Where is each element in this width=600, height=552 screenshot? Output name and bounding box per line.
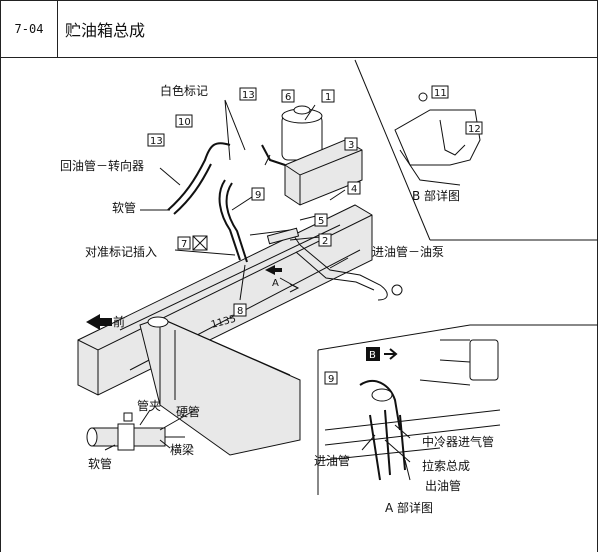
label-hose-top: 软管 xyxy=(112,200,136,215)
detail-a xyxy=(317,324,598,495)
label-outlet-pipe: 出油管 xyxy=(425,478,461,493)
label-b-detail: B 部详图 xyxy=(412,188,460,203)
label-cross-beam: 横梁 xyxy=(170,442,194,457)
label-hard-pipe: 硬管 xyxy=(176,404,200,419)
callout-box-1 xyxy=(321,89,335,103)
section-code: 7-04 xyxy=(1,1,58,57)
callout-box-8 xyxy=(233,303,247,317)
label-cable-assy: 拉索总成 xyxy=(422,458,470,473)
label-arrow-a: A xyxy=(272,278,279,289)
callout-3: 3 xyxy=(348,140,354,151)
cross-beam xyxy=(139,316,301,456)
label-white-mark: 白色标记 xyxy=(160,83,208,98)
reservoir-tank xyxy=(281,105,363,206)
front-arrow xyxy=(86,314,112,330)
callout-box-7 xyxy=(177,236,191,250)
callout-9-detail: 9 xyxy=(328,374,334,385)
arrow-a-marker xyxy=(265,265,300,293)
section-title: 贮油箱总成 xyxy=(65,21,146,40)
callout-box-10 xyxy=(175,114,193,128)
diagram-frame xyxy=(0,58,598,552)
callout-box-13a xyxy=(239,87,257,101)
callout-box-9 xyxy=(251,187,265,201)
arrow-b-marker xyxy=(366,347,398,361)
hose-clamp-detail xyxy=(86,412,185,451)
callout-2: 2 xyxy=(322,236,328,247)
callout-5: 5 xyxy=(318,216,324,227)
label-arrow-b: B xyxy=(369,350,376,361)
callout-6: 6 xyxy=(285,92,291,103)
detail-b xyxy=(354,59,598,241)
callout-13a: 13 xyxy=(242,90,255,101)
callout-9: 9 xyxy=(255,190,261,201)
callout-7: 7 xyxy=(181,239,187,250)
label-a-detail: A 部详图 xyxy=(385,500,433,515)
leader-lines xyxy=(104,99,411,481)
callout-box-12 xyxy=(465,121,483,135)
callout-box-13b xyxy=(147,133,165,147)
page-header: 7-04 贮油箱总成 xyxy=(0,0,598,58)
label-pipe-clamp: 管夹 xyxy=(137,398,161,413)
callout-box-4 xyxy=(347,181,361,195)
callout-box-2 xyxy=(318,233,332,247)
label-inlet-pipe: 进油管 xyxy=(314,453,350,468)
label-front: 前 xyxy=(113,314,125,329)
callout-8: 8 xyxy=(237,306,243,317)
callout-box-6 xyxy=(281,89,295,103)
hoses xyxy=(167,142,403,301)
label-hose-bottom: 软管 xyxy=(88,456,112,471)
label-align-insert: 对准标记插入 xyxy=(85,245,157,259)
reservoir-assembly-diagram: 1 2 3 4 5 6 7 8 9 10 11 12 13 13 9 白色标记 … xyxy=(60,59,598,515)
callout-12: 12 xyxy=(468,124,481,135)
callout-box-3 xyxy=(344,137,358,151)
label-inlet-pump: 进油管－油泵 xyxy=(372,244,444,259)
callout-box-9-detail xyxy=(324,371,338,385)
label-return-pipe: 回油管－转向器 xyxy=(60,158,144,173)
callout-4: 4 xyxy=(351,184,357,195)
callout-box-5 xyxy=(314,213,328,227)
callout-11: 11 xyxy=(434,88,447,99)
labels: 白色标记 回油管－转向器 软管 对准标记插入 前 进油管－油泵 B 部详图 A … xyxy=(60,83,494,515)
label-intercooler-pipe: 中冷器进气管 xyxy=(422,434,494,449)
callout-1: 1 xyxy=(325,92,331,103)
callout-box-11 xyxy=(431,85,449,99)
callout-13b: 13 xyxy=(150,136,163,147)
callouts: 1 2 3 4 5 6 7 8 9 10 11 12 13 13 9 xyxy=(147,85,483,385)
callout-10: 10 xyxy=(178,117,191,128)
